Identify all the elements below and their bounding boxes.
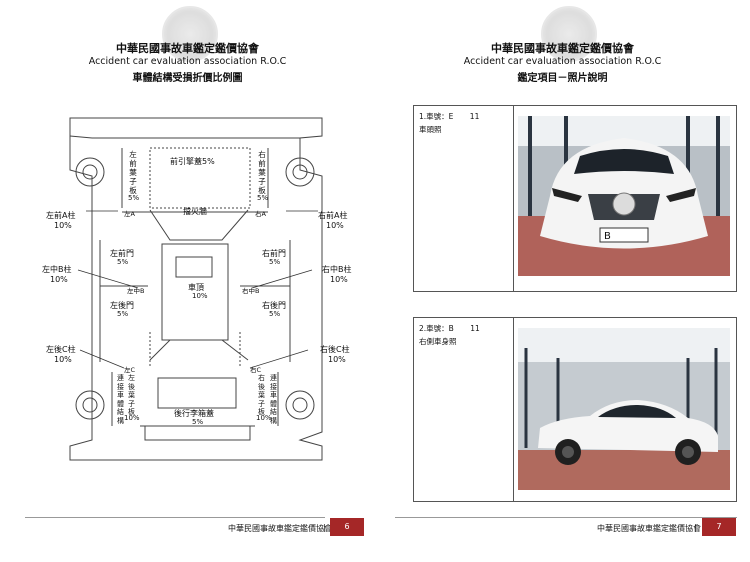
right-c-pillar-label: 右後C柱: [320, 345, 350, 354]
trunk-label: 後行李箱蓋: [174, 409, 214, 418]
right-front-fender-label: 右 前 葉 子 板: [257, 150, 267, 195]
right-rear-fender-pct: 10%: [256, 414, 272, 422]
footer-separator: |: [694, 523, 697, 532]
right-c-pillar-pct: 10%: [328, 355, 346, 364]
fender-char: 葉: [129, 168, 137, 177]
photo-description: 右側車身照: [419, 337, 457, 346]
right-rear-door-pct: 5%: [269, 310, 281, 318]
left-a-pillar-pct: 10%: [54, 221, 72, 230]
right-c-mark: 右C: [250, 366, 262, 374]
org-name-zh: 中華民國事故車鑑定鑑價協會: [116, 42, 259, 55]
right-front-door-label: 右前門: [262, 249, 286, 258]
roof-label: 車頂: [188, 283, 204, 292]
left-a-pillar-label: 左前A柱: [46, 211, 76, 220]
roof-pct: 10%: [192, 292, 208, 300]
photo-divider: [513, 106, 514, 291]
car-front-photo: B: [518, 116, 730, 276]
page-number: 6: [330, 518, 364, 536]
fender-char: 子: [129, 177, 137, 186]
org-name-en: Accident car evaluation association R.O.…: [463, 56, 662, 67]
right-b-pillar-label: 右中B柱: [322, 265, 352, 274]
org-name-en: Accident car evaluation association R.O.…: [88, 56, 287, 67]
photo-divider: [513, 318, 514, 501]
plate-label: 2.車號：B: [419, 324, 454, 333]
left-front-fender-pct: 5%: [128, 194, 140, 202]
footer-org: 中華民國事故車鑑定鑑價協會: [597, 524, 701, 533]
left-rear-fender-pct: 10%: [124, 414, 140, 422]
plate-text: B: [604, 231, 611, 242]
left-c-pillar-label: 左後C柱: [46, 345, 76, 354]
right-a-mark: 右A: [255, 210, 266, 218]
left-a-mark: 左A: [124, 210, 135, 218]
right-rear-door-label: 右後門: [262, 301, 286, 310]
right-rear-struct-label: 連接車體結構: [270, 374, 277, 425]
footer-separator: |: [323, 523, 326, 532]
photo-entry: 2.車號：B 11 右側車身照: [413, 317, 737, 502]
plate-number: 11: [469, 112, 480, 121]
page-subtitle: 鑑定項目－照片說明: [517, 73, 608, 84]
left-front-door-label: 左前門: [110, 249, 134, 258]
right-a-pillar-pct: 10%: [326, 221, 344, 230]
fender-char: 前: [129, 159, 137, 168]
right-a-pillar-label: 右前A柱: [318, 211, 348, 220]
org-name-zh: 中華民國事故車鑑定鑑價協會: [491, 42, 634, 55]
left-rear-fender-label: 左後葉子板: [128, 374, 135, 416]
page-subtitle: 車體結構受損折價比例圖: [132, 73, 243, 84]
fender-char: 右: [258, 150, 266, 159]
fender-char: 葉: [258, 168, 266, 177]
front-hood-label: 前引擎蓋5%: [170, 157, 215, 166]
photo-caption: 2.車號：B 11: [419, 323, 480, 334]
right-front-fender-pct: 5%: [257, 194, 269, 202]
photo-description: 車頭照: [419, 125, 442, 134]
trunk-pct: 5%: [192, 418, 204, 426]
fender-char: 子: [258, 177, 266, 186]
left-c-pillar-pct: 10%: [54, 355, 72, 364]
car-structure-diagram: [69, 117, 323, 461]
left-b-mark: 左中B: [127, 287, 145, 295]
left-rear-door-label: 左後門: [110, 301, 134, 310]
plate-number: 11: [470, 324, 480, 333]
left-front-door-pct: 5%: [117, 258, 129, 266]
left-front-fender-label: 左 前 葉 子 板: [128, 150, 138, 195]
photo-caption: 1.車號：E 11: [419, 111, 479, 122]
car-side-photo: [518, 328, 730, 490]
left-b-pillar-label: 左中B柱: [42, 265, 72, 274]
left-b-pillar-pct: 10%: [50, 275, 68, 284]
left-rear-struct-label: 連接車體結構: [117, 374, 124, 425]
footer-org: 中華民國事故車鑑定鑑價協會: [228, 524, 332, 533]
right-front-door-pct: 5%: [269, 258, 281, 266]
plate-label: 1.車號：E: [419, 112, 454, 121]
left-page: 中華民國事故車鑑定鑑價協會 Accident car evaluation as…: [0, 0, 370, 562]
right-page: 中華民國事故車鑑定鑑價協會 Accident car evaluation as…: [375, 0, 745, 562]
association-seal-icon: [541, 6, 597, 62]
left-c-mark: 左C: [124, 366, 136, 374]
fender-char: 左: [129, 150, 137, 159]
footer-rule: [395, 517, 737, 518]
right-rear-fender-label: 右後葉子板: [258, 374, 265, 416]
association-seal-icon: [162, 6, 218, 62]
left-rear-door-pct: 5%: [117, 310, 129, 318]
fender-char: 前: [258, 159, 266, 168]
footer-rule: [25, 517, 325, 518]
firewall-label: 擋火牆: [183, 207, 207, 216]
fender-char: 板: [129, 186, 137, 195]
right-b-mark: 右中B: [242, 287, 260, 295]
fender-char: 板: [258, 186, 266, 195]
photo-entry: 1.車號：E 11 車頭照 B: [413, 105, 737, 292]
page-number: 7: [702, 518, 736, 536]
right-b-pillar-pct: 10%: [330, 275, 348, 284]
